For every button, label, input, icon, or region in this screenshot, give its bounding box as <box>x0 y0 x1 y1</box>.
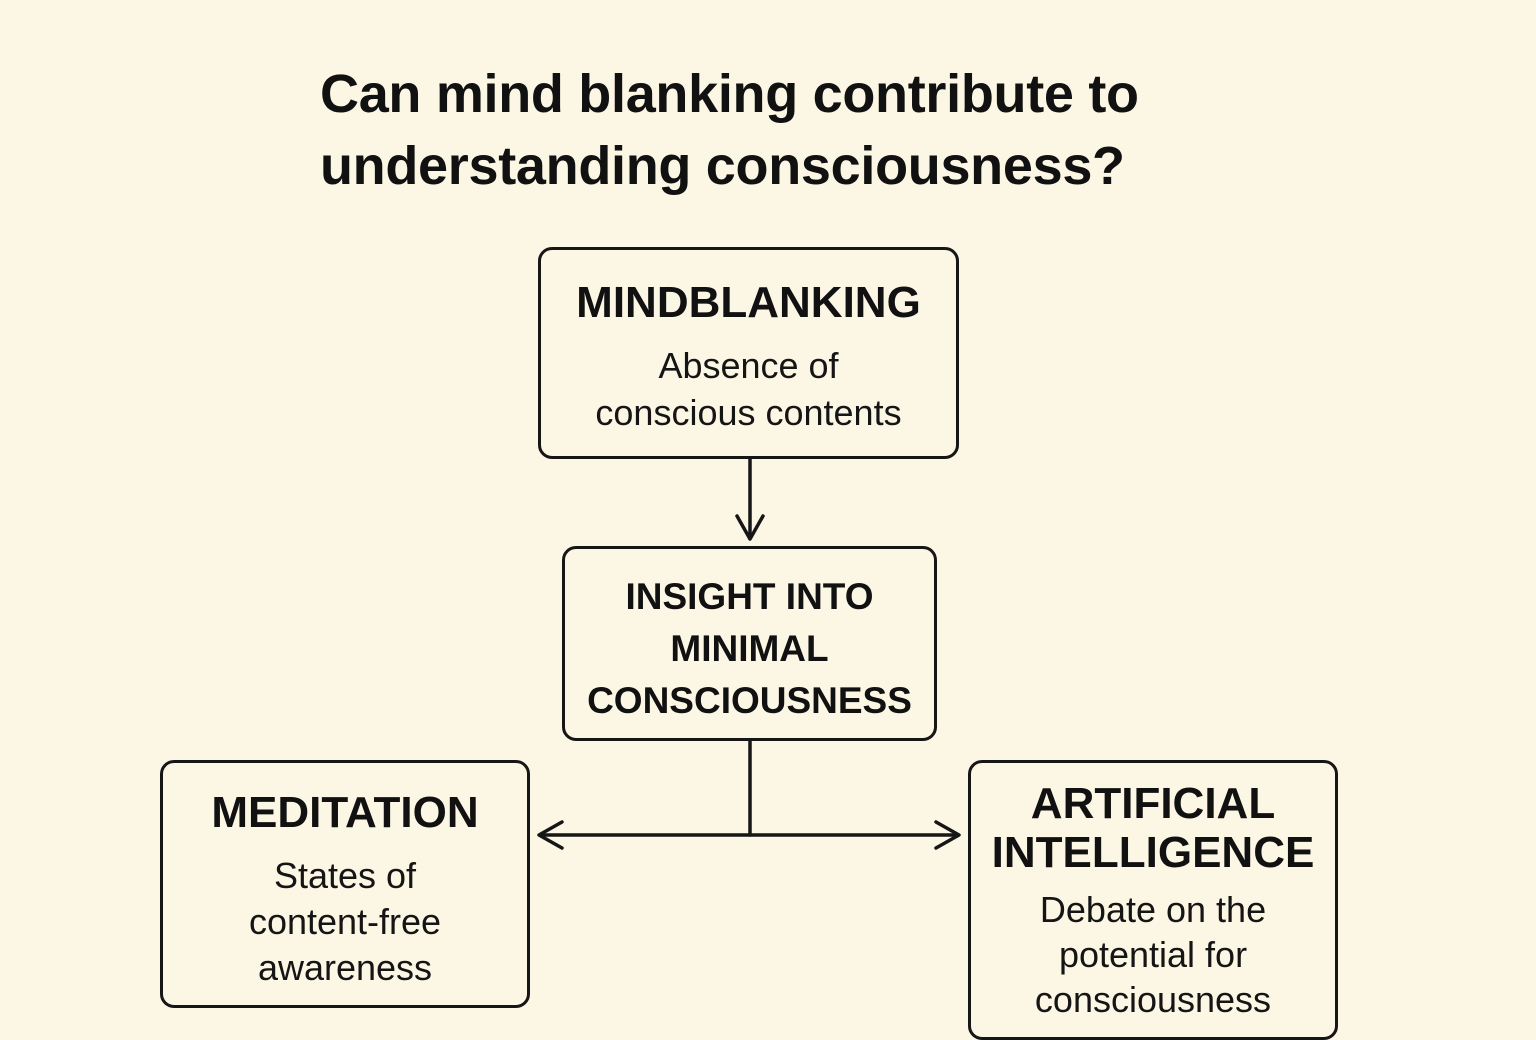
node-ai-text-line-2: potential for <box>1058 934 1248 975</box>
node-insight-heading-line-2: MINIMAL <box>670 628 829 669</box>
node-insight-heading: INSIGHT INTO MINIMAL CONSCIOUSNESS <box>565 571 934 727</box>
node-mindblanking-text-line-1: Absence of <box>658 345 839 386</box>
node-insight-heading-line-3: CONSCIOUSNESS <box>587 680 912 721</box>
node-meditation: MEDITATION States of content-free awaren… <box>160 760 530 1008</box>
node-mindblanking: MINDBLANKING Absence of conscious conten… <box>538 247 959 459</box>
node-mindblanking-description: Absence of conscious contents <box>541 342 956 436</box>
node-insight: INSIGHT INTO MINIMAL CONSCIOUSNESS <box>562 546 937 741</box>
node-meditation-text-line-2: content-free <box>248 901 442 942</box>
node-ai-text-line-1: Debate on the <box>1039 889 1267 930</box>
node-insight-heading-line-1: INSIGHT INTO <box>625 576 874 617</box>
node-meditation-heading: MEDITATION <box>211 788 479 837</box>
node-meditation-description: States of content-free awareness <box>163 853 527 991</box>
title-line-1: Can mind blanking contribute to <box>320 64 1139 124</box>
node-artificial-intelligence: ARTIFICIAL INTELLIGENCE Debate on the po… <box>968 760 1338 1040</box>
arrowhead-meditation <box>537 820 564 850</box>
node-meditation-text-line-3: awareness <box>257 947 433 988</box>
title-line-2: understanding consciousness? <box>320 136 1125 196</box>
node-ai-text-line-3: consciousness <box>1034 979 1272 1020</box>
node-meditation-text-line-1: States of <box>273 855 417 896</box>
node-ai-heading-line-1: ARTIFICIAL <box>1030 779 1276 828</box>
node-ai-description: Debate on the potential for consciousnes… <box>971 887 1335 1022</box>
arrowhead-insight <box>735 514 765 541</box>
arrowhead-ai <box>934 820 961 850</box>
node-ai-heading-line-2: INTELLIGENCE <box>991 828 1315 877</box>
node-mindblanking-heading: MINDBLANKING <box>576 278 921 327</box>
node-mindblanking-text-line-2: conscious contents <box>595 392 902 433</box>
diagram-title: Can mind blanking contribute to understa… <box>320 58 1320 202</box>
node-ai-heading: ARTIFICIAL INTELLIGENCE <box>971 779 1335 877</box>
